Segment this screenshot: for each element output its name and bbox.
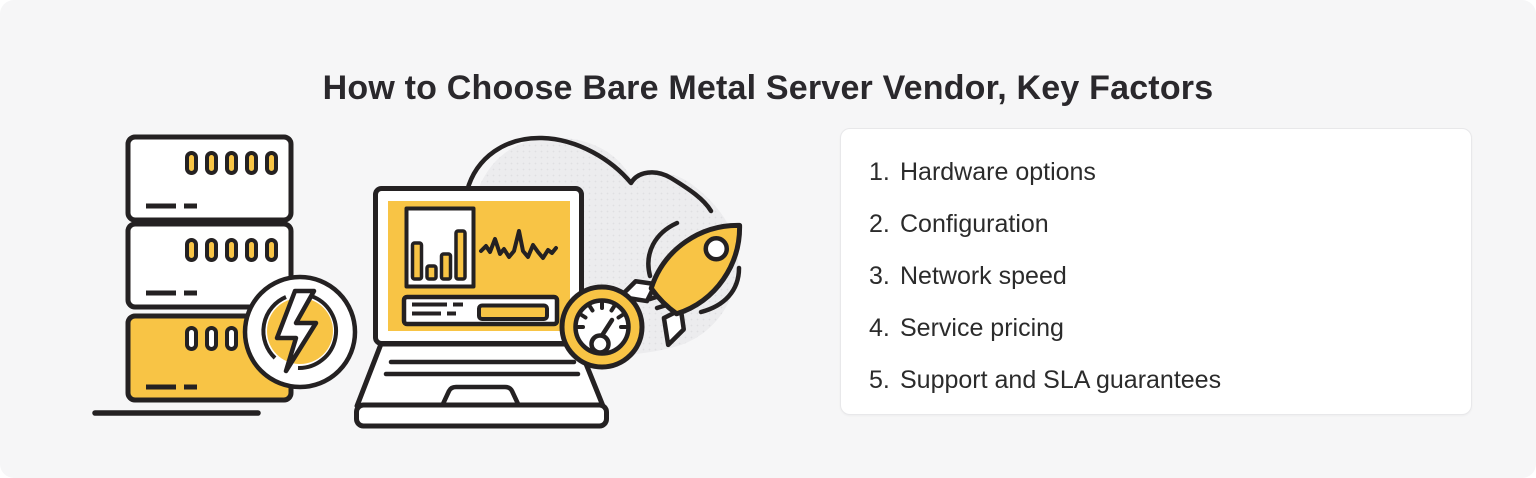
progress-bar-icon bbox=[401, 294, 560, 327]
trackpad bbox=[439, 384, 522, 409]
factor-item: 1. Hardware options bbox=[869, 146, 1447, 198]
factor-label: Network speed bbox=[900, 261, 1067, 290]
lightning-bolt-icon bbox=[242, 274, 358, 390]
rocket-window bbox=[703, 235, 730, 262]
rocket-icon bbox=[617, 220, 743, 348]
factor-item: 5. Support and SLA guarantees bbox=[869, 354, 1447, 406]
factor-number: 1. bbox=[869, 157, 890, 186]
bar-chart-icon bbox=[404, 206, 476, 289]
factor-number: 3. bbox=[869, 261, 890, 290]
pulse-line-icon bbox=[479, 229, 558, 260]
speedometer-icon bbox=[559, 284, 645, 370]
rocket-arc-right bbox=[698, 265, 742, 315]
factor-item: 2. Configuration bbox=[869, 198, 1447, 250]
factor-label: Service pricing bbox=[900, 313, 1064, 342]
factor-number: 2. bbox=[869, 209, 890, 238]
factor-item: 3. Network speed bbox=[869, 250, 1447, 302]
factor-label: Configuration bbox=[900, 209, 1049, 238]
factor-label: Hardware options bbox=[900, 157, 1096, 186]
page-title: How to Choose Bare Metal Server Vendor, … bbox=[322, 68, 1214, 107]
factor-label: Support and SLA guarantees bbox=[900, 365, 1222, 394]
factors-card: 1. Hardware options 2. Configuration 3. … bbox=[840, 128, 1472, 415]
factor-number: 4. bbox=[869, 313, 890, 342]
illustration bbox=[92, 134, 743, 429]
rocket-arc-left bbox=[646, 220, 680, 279]
factor-item: 4. Service pricing bbox=[869, 302, 1447, 354]
laptop-icon bbox=[354, 186, 609, 429]
factor-number: 5. bbox=[869, 365, 890, 394]
